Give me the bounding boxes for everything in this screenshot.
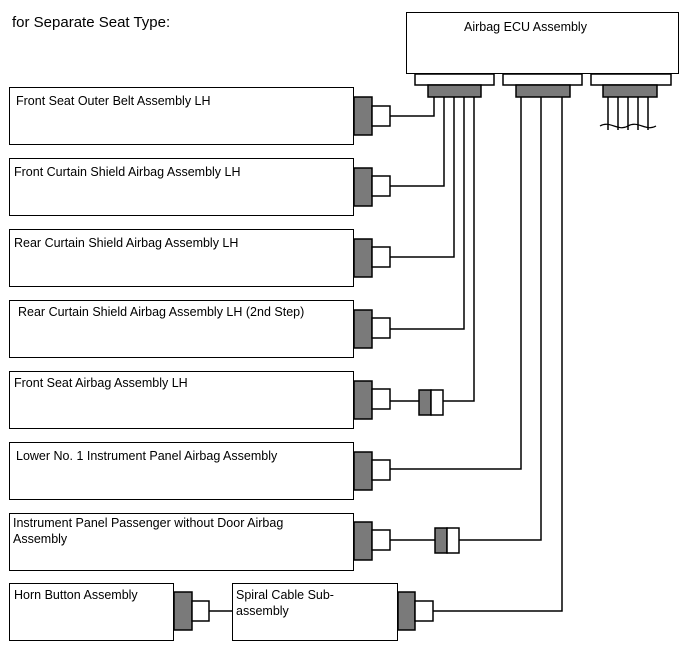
- connector-tip-rear-curtain-shield: [371, 246, 391, 268]
- connector-spiral-cable: [397, 591, 416, 631]
- ecu-connector-housing-2: [502, 73, 583, 86]
- component-box-front-curtain-shield: [9, 158, 354, 216]
- connector-tip-lower-no1-ip-airbag: [371, 459, 391, 481]
- component-box-lower-no1-ip-airbag: [9, 442, 354, 500]
- component-label-front-curtain-shield: Front Curtain Shield Airbag Assembly LH: [14, 165, 241, 179]
- ecu-connector-2: [515, 84, 571, 98]
- wire-spiral-cable: [433, 97, 563, 612]
- airbag-ecu-label: Airbag ECU Assembly: [464, 20, 587, 34]
- connector-tip-front-seat-outer-belt: [371, 105, 391, 127]
- component-box-ip-passenger-airbag: [9, 513, 354, 571]
- connector-tip-front-seat-airbag: [371, 388, 391, 410]
- connector-horn-button: [173, 591, 193, 631]
- wire-front-seat-airbag-b: [443, 97, 475, 402]
- component-box-spiral-cable: [232, 583, 398, 641]
- component-label-rear-curtain-shield: Rear Curtain Shield Airbag Assembly LH: [14, 236, 239, 250]
- component-label-rear-curtain-shield-2nd: Rear Curtain Shield Airbag Assembly LH (…: [18, 305, 305, 319]
- component-label-ip-passenger-airbag: Instrument Panel Passenger without Door …: [13, 516, 284, 546]
- connector-ip-passenger-airbag: [353, 521, 373, 561]
- connector-tip-ip-passenger-airbag: [371, 529, 391, 551]
- ecu-connector-3: [602, 84, 658, 98]
- inline-connector-tip-ip-passenger: [446, 527, 460, 554]
- connector-tip-rear-curtain-shield-2nd: [371, 317, 391, 339]
- connector-lower-no1-ip-airbag: [353, 451, 373, 491]
- wire-rear-curtain-shield-2nd: [390, 97, 465, 330]
- connector-tip-horn-button: [191, 600, 210, 622]
- component-label-spiral-cable: Spiral Cable Sub-assembly: [236, 588, 334, 618]
- inline-connector-front-seat-airbag: [418, 389, 432, 416]
- diagram-caption: for Separate Seat Type:: [12, 14, 171, 31]
- component-box-front-seat-airbag: [9, 371, 354, 429]
- ecu-connector-housing-3: [590, 73, 672, 86]
- component-box-rear-curtain-shield-2nd: [9, 300, 354, 358]
- ecu-connector-housing-1: [414, 73, 495, 86]
- wire-ip-passenger-b: [459, 97, 542, 541]
- ecu-connector-1: [427, 84, 482, 98]
- connector-rear-curtain-shield: [353, 238, 373, 278]
- inline-connector-tip-front-seat-airbag: [430, 389, 444, 416]
- component-box-rear-curtain-shield: [9, 229, 354, 287]
- component-label-front-seat-airbag: Front Seat Airbag Assembly LH: [14, 376, 188, 390]
- wire-rear-curtain-shield: [390, 97, 455, 258]
- connector-rear-curtain-shield-2nd: [353, 309, 373, 349]
- component-label-horn-button: Horn Button Assembly: [14, 588, 138, 602]
- connector-front-curtain-shield: [353, 167, 373, 207]
- wire-break-mark: [599, 123, 657, 129]
- component-label-front-seat-outer-belt: Front Seat Outer Belt Assembly LH: [16, 94, 211, 108]
- connector-front-seat-airbag: [353, 380, 373, 420]
- connector-front-seat-outer-belt: [353, 96, 373, 136]
- inline-connector-ip-passenger: [434, 527, 448, 554]
- connector-tip-front-curtain-shield: [371, 175, 391, 197]
- wire-lower-no1-ip-airbag: [390, 97, 522, 470]
- wire-front-curtain-shield: [390, 97, 445, 187]
- connector-tip-spiral-cable: [414, 600, 434, 622]
- component-label-lower-no1-ip-airbag: Lower No. 1 Instrument Panel Airbag Asse…: [16, 449, 278, 463]
- component-box-horn-button: [9, 583, 174, 641]
- wire-front-seat-outer-belt: [390, 97, 435, 117]
